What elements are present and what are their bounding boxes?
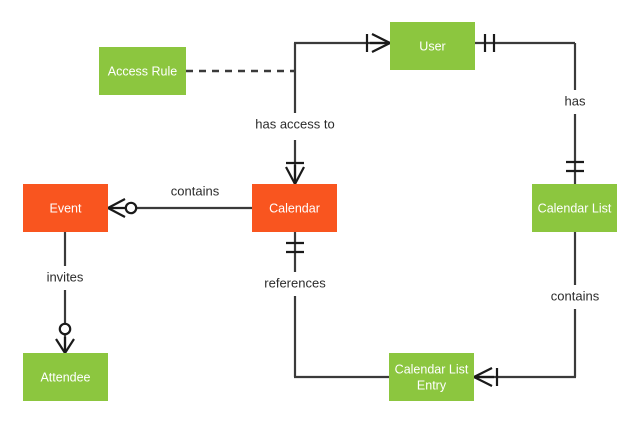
edge-calendar-references-entry (293, 232, 389, 379)
entity-label-calendar: Calendar (269, 201, 320, 215)
cardinality-marker-zero-or-many-attendee (55, 322, 75, 354)
entity-label-user: User (419, 39, 445, 53)
cardinality-marker-zero-or-many-event (107, 198, 138, 218)
edge-calendar-list-contains-entry (474, 232, 577, 379)
entity-label-attendee: Attendee (40, 370, 90, 384)
entity-label-access-rule: Access Rule (108, 64, 178, 78)
cardinality-marker-one-and-only-one-calendar-list-top (566, 160, 584, 173)
cardinality-marker-one-or-many-calendar-top (285, 161, 305, 185)
entity-user[interactable]: User (390, 22, 475, 70)
relationship-label-references: references (264, 275, 326, 290)
relationship-label-invites: invites (47, 269, 84, 284)
edge-calendar-has-access-to-user (293, 41, 390, 184)
entity-access-rule[interactable]: Access Rule (99, 47, 186, 95)
cardinality-marker-one-and-only-one-calendar-bottom (286, 241, 304, 254)
relationship-label-contains-event-calendar: contains (171, 183, 220, 198)
relationship-label-has-access-to: has access to (255, 116, 335, 131)
entity-calendar-list-entry[interactable]: Calendar List Entry (389, 353, 474, 401)
entity-calendar-list[interactable]: Calendar List (532, 184, 617, 232)
cardinality-marker-one-or-many-entry-right (473, 367, 499, 387)
relationship-label-contains-calendar-list-entry: contains (551, 288, 600, 303)
entity-label-calendar-list: Calendar List (538, 201, 612, 215)
cardinality-marker-one-and-only-one-user-right (483, 34, 496, 52)
entity-label-event: Event (50, 201, 82, 215)
edge-user-has-calendar-list (475, 41, 577, 184)
entity-event[interactable]: Event (23, 184, 108, 232)
entity-attendee[interactable]: Attendee (23, 353, 108, 401)
relationship-label-has: has (565, 93, 586, 108)
cardinality-marker-one-or-many-user-left (365, 33, 391, 53)
entity-label-calendar-list-entry-line1: Calendar List (395, 362, 469, 376)
entity-label-calendar-list-entry-line2: Entry (417, 378, 447, 392)
entity-calendar[interactable]: Calendar (252, 184, 337, 232)
